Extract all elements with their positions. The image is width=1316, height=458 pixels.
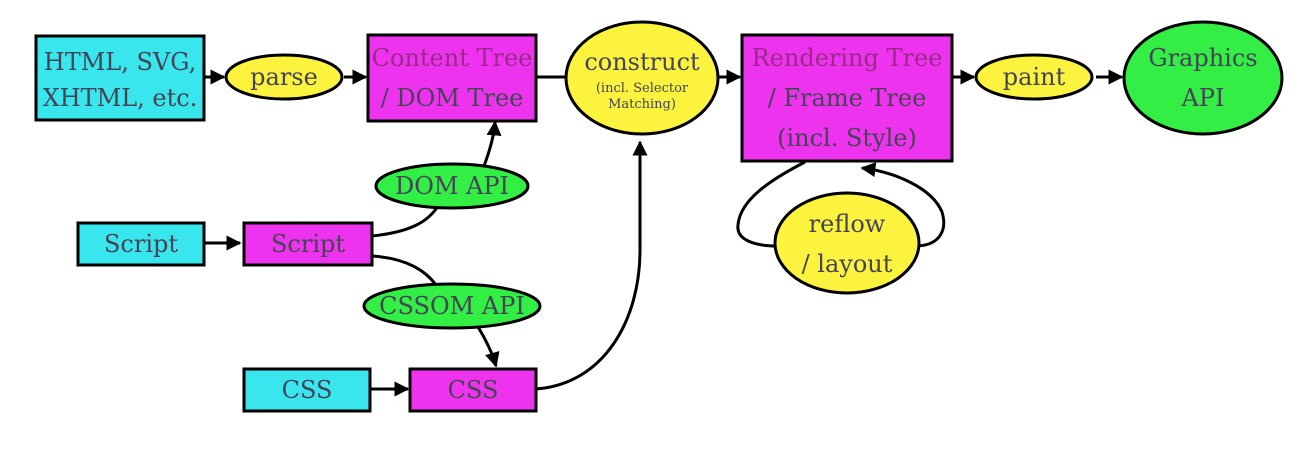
node-css-engine: CSS bbox=[408, 367, 538, 413]
script-engine-label: Script bbox=[271, 230, 345, 258]
cssom-api-ellipse bbox=[362, 282, 542, 330]
node-graphics-api: Graphics API bbox=[1122, 20, 1284, 136]
node-script-engine: Script bbox=[242, 221, 374, 267]
node-source-formats: HTML, SVG, XHTML, etc. bbox=[34, 34, 206, 122]
rendering-tree-line3: (incl. Style) bbox=[777, 124, 917, 152]
construct-ellipse bbox=[564, 20, 720, 136]
reflow-line2: / layout bbox=[802, 250, 893, 278]
node-reflow: reflow / layout bbox=[773, 191, 921, 295]
script-source-box bbox=[76, 221, 206, 267]
css-source-box bbox=[242, 367, 372, 413]
edge-cssom-api-to-css bbox=[476, 326, 500, 368]
edges bbox=[204, 69, 1124, 397]
edge-rendering-tree-to-reflow bbox=[736, 160, 806, 248]
source-formats-line1: HTML, SVG, bbox=[44, 48, 196, 76]
paint-ellipse bbox=[974, 53, 1094, 101]
edge-script-to-dom-api bbox=[371, 205, 440, 238]
edge-script-to-cssom-api bbox=[371, 254, 438, 286]
graphics-api-line1: Graphics bbox=[1148, 44, 1257, 72]
edge-css-to-construct bbox=[535, 140, 648, 391]
paint-label: paint bbox=[1003, 63, 1066, 91]
graphics-api-line2: API bbox=[1181, 84, 1225, 112]
css-engine-label: CSS bbox=[448, 376, 499, 404]
source-formats-line2: XHTML, etc. bbox=[43, 84, 198, 112]
dom-api-label: DOM API bbox=[395, 172, 509, 200]
parse-ellipse bbox=[224, 53, 344, 101]
content-tree-box bbox=[366, 33, 538, 123]
node-construct: construct (incl. Selector Matching) bbox=[564, 20, 720, 136]
css-engine-box bbox=[408, 367, 538, 413]
script-source-label: Script bbox=[104, 230, 178, 258]
node-css-source: CSS bbox=[242, 367, 372, 413]
edge-reflow-to-rendering-tree bbox=[860, 162, 946, 248]
cssom-api-label: CSSOM API bbox=[379, 292, 525, 320]
node-cssom-api: CSSOM API bbox=[362, 282, 542, 330]
node-paint: paint bbox=[974, 53, 1094, 101]
node-content-tree: Content Tree / DOM Tree bbox=[366, 33, 538, 123]
rendering-tree-line2: / Frame Tree bbox=[768, 84, 927, 112]
construct-line1: construct bbox=[584, 48, 700, 76]
node-dom-api: DOM API bbox=[374, 162, 530, 210]
edge-dom-api-to-content-tree bbox=[482, 120, 502, 167]
construct-line2: (incl. Selector bbox=[596, 81, 689, 96]
construct-line3: Matching) bbox=[608, 97, 676, 112]
parse-label: parse bbox=[250, 63, 318, 91]
graphics-api-ellipse bbox=[1122, 20, 1284, 136]
reflow-ellipse bbox=[773, 191, 921, 295]
rendering-tree-line1: Rendering Tree bbox=[752, 44, 943, 72]
rendering-tree-box bbox=[740, 33, 954, 163]
node-script-source: Script bbox=[76, 221, 206, 267]
script-engine-box bbox=[242, 221, 374, 267]
node-parse: parse bbox=[224, 53, 344, 101]
dom-api-ellipse bbox=[374, 162, 530, 210]
content-tree-line1: Content Tree bbox=[372, 44, 533, 72]
css-source-label: CSS bbox=[282, 376, 333, 404]
source-formats-box bbox=[34, 34, 206, 122]
content-tree-line2: / DOM Tree bbox=[381, 84, 524, 112]
node-rendering-tree: Rendering Tree / Frame Tree (incl. Style… bbox=[740, 33, 954, 163]
reflow-line1: reflow bbox=[809, 210, 886, 238]
